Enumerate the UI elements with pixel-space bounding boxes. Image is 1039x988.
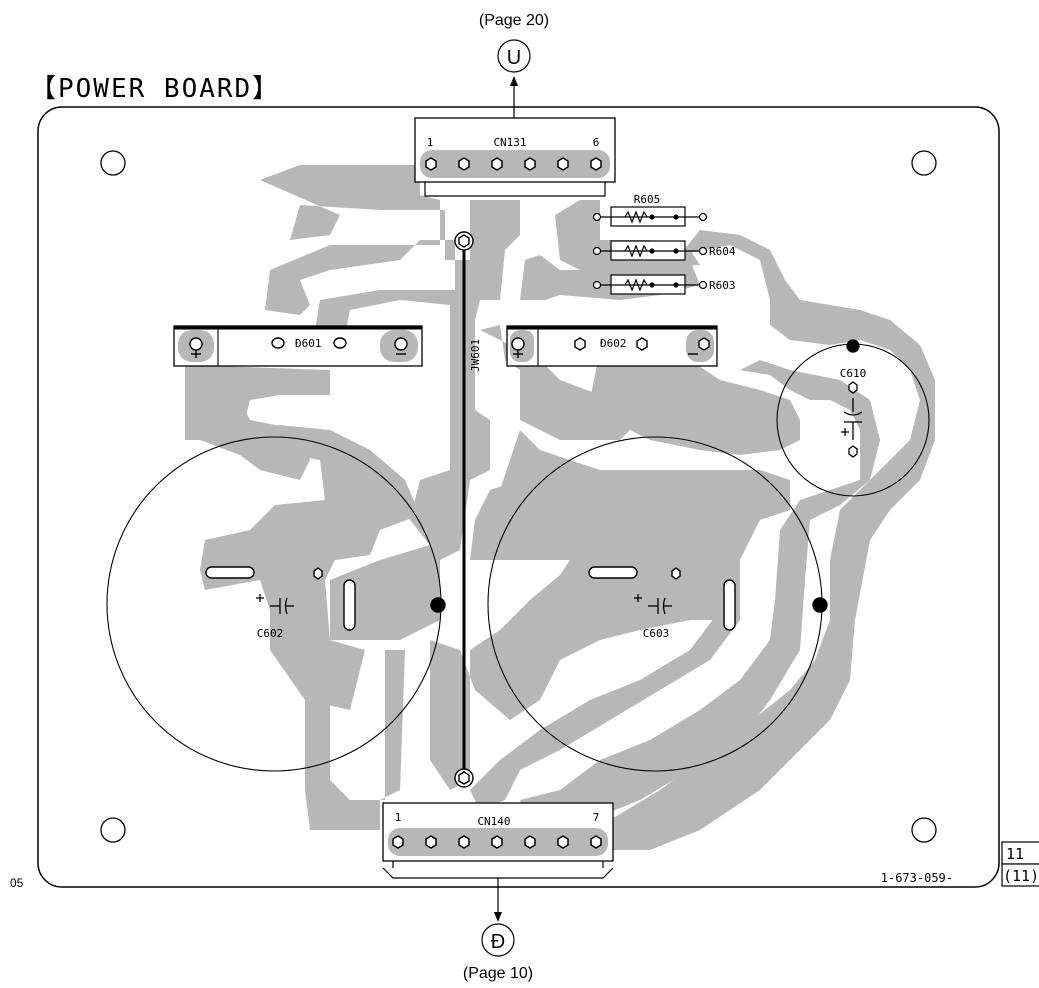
cn131-pin-first: 1 [427,136,434,149]
diode-d601 [173,325,423,367]
c610-symbol [841,398,863,440]
c602-symbol [256,594,294,615]
board-title: 【POWER BOARD】 [30,74,280,104]
top-connector-letter: U [507,47,521,69]
r604-label: R604 [709,245,736,258]
d601-label: Đ601 [295,337,322,350]
mounting-hole-top-right [911,150,937,176]
r603-label: R603 [709,279,736,292]
d602-label: Đ602 [600,337,627,350]
corner-left-number: 05 [10,876,24,890]
c603-pads [588,566,828,631]
c603-symbol [634,594,672,615]
cn131-label: CN131 [493,136,526,149]
cn140-label: CN140 [477,815,510,828]
cn140-pin-last: 7 [593,811,600,824]
mounting-hole-top-left [100,150,126,176]
bottom-connector-circle [481,923,515,957]
diode-d602 [506,325,718,367]
part-number: 1-673-059- [881,871,953,885]
corner-box-top: 11 [1006,845,1024,863]
corner-box-bottom: (11) [1003,867,1039,885]
r605-label: R605 [634,193,661,206]
mounting-holes [100,150,937,843]
c610-pads [846,339,860,458]
board-outline [37,106,1000,888]
c603-label: C603 [643,627,670,640]
page-ref-top: (Page 20) [479,12,549,29]
cn140-connector [382,802,614,879]
jw601-jumper [454,231,474,788]
cn140-pin-first: 1 [395,811,402,824]
corner-reference-box: 11 (11) [1001,841,1039,887]
c602-pads [205,566,446,631]
copper-traces [185,165,935,850]
resistor-r603 [592,274,708,295]
top-connector-circle [497,39,531,73]
jw601-label: JW601 [469,339,482,372]
c602-label: C602 [257,627,284,640]
mounting-hole-bottom-left [100,817,126,843]
top-connector: U [497,39,531,118]
resistor-r604 [592,240,708,261]
cn131-connector [414,117,616,197]
c610-label: C610 [840,367,867,380]
cn140-pins [392,835,602,849]
resistor-r605 [592,206,708,227]
bottom-connector-letter: Đ [491,931,505,953]
cn131-pin-last: 6 [593,136,600,149]
mounting-hole-bottom-right [911,817,937,843]
bottom-connector: Đ [481,878,515,957]
page-ref-bottom: (Page 10) [463,965,533,982]
cn131-pins [425,157,602,171]
